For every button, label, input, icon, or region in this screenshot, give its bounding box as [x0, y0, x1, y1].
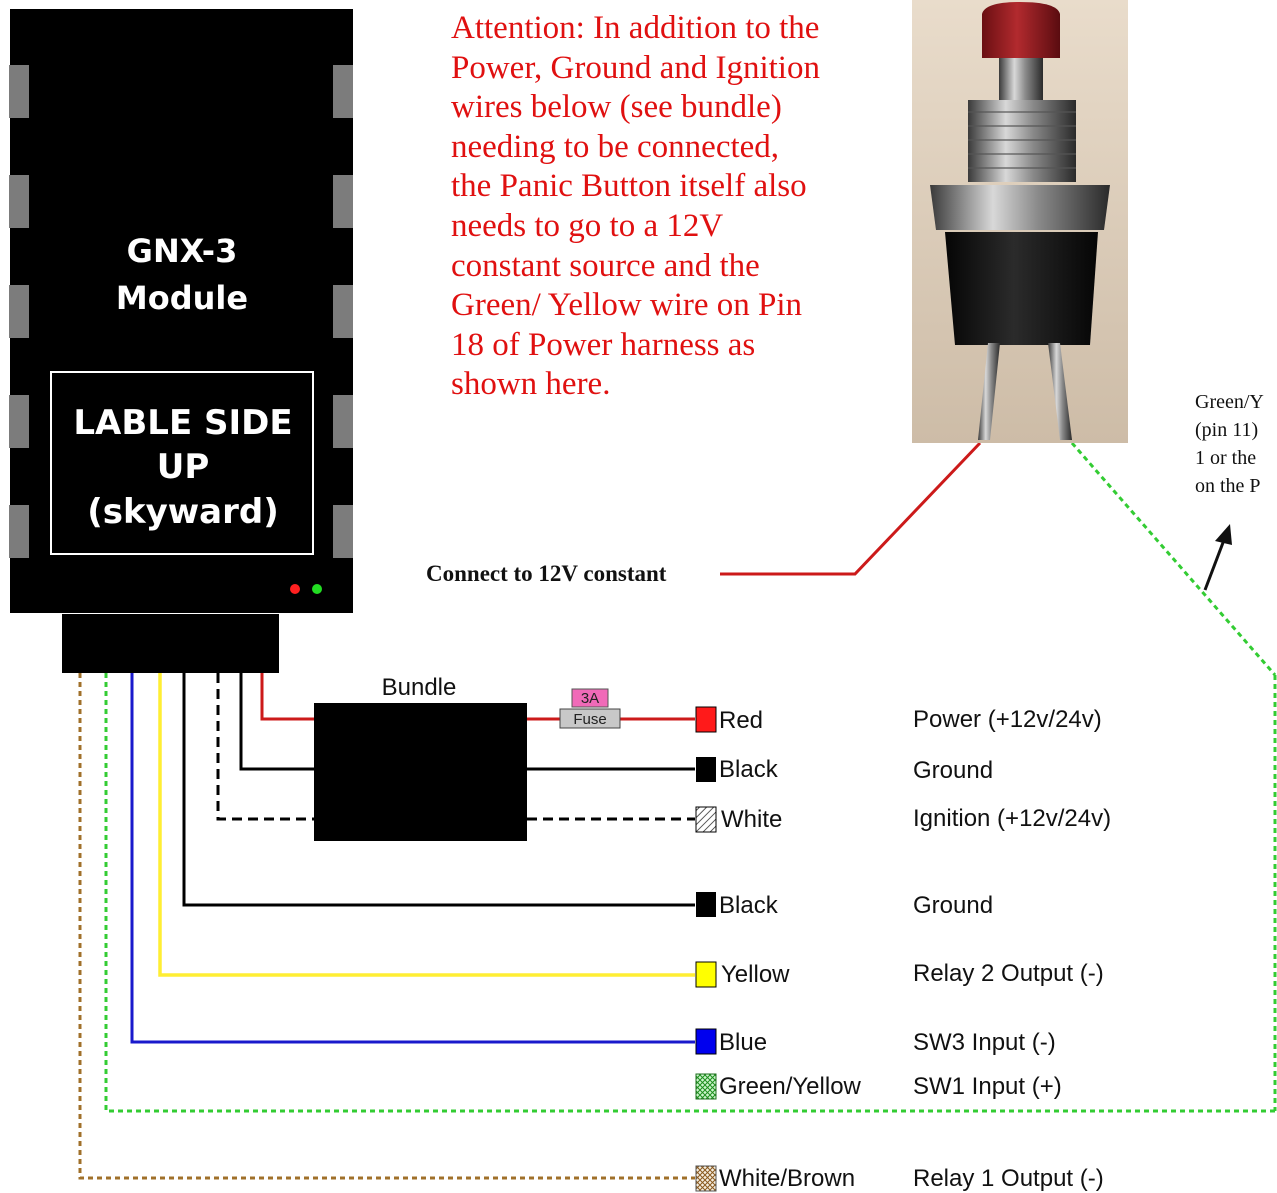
- bundle-box: [314, 703, 527, 841]
- wire-green-yellow: [104, 673, 1277, 1113]
- wire-functions: Power (+12v/24v) Ground Ignition (+12v/2…: [913, 706, 1111, 1192]
- wire-white-in: [216, 673, 314, 821]
- switch-body: [945, 232, 1098, 345]
- attention-note: Attention: In addition to the Power, Gro…: [451, 10, 820, 403]
- swatch-green-yellow: [695, 1073, 717, 1100]
- fuse-body: [559, 708, 621, 729]
- side-note-line: Green/Y: [1195, 391, 1264, 413]
- wire-yellow: [158, 673, 695, 977]
- wire-function: Ignition (+12v/24v): [913, 805, 1111, 832]
- hex-nut: [930, 185, 1110, 230]
- wire-function: Relay 2 Output (-): [913, 960, 1104, 987]
- label-line1: LABLE SIDE: [73, 403, 292, 443]
- panic-button-photo: [912, 0, 1128, 443]
- wire-name: White: [721, 806, 782, 833]
- gnx3-module: GNX-3 Module LABLE SIDE UP (skyward): [9, 9, 353, 673]
- label-line2: UP: [157, 447, 210, 487]
- module-title-line2: Module: [116, 279, 248, 317]
- wire-function: Relay 1 Output (-): [913, 1165, 1104, 1192]
- side-note-line: 1 or the: [1195, 447, 1257, 469]
- side-note-line: on the P: [1195, 475, 1261, 497]
- wire-function: SW3 Input (-): [913, 1029, 1056, 1056]
- wire-name: Yellow: [721, 961, 790, 988]
- wire-black-in: [239, 673, 314, 771]
- module-connector: [62, 614, 279, 673]
- note-arrow: [1203, 524, 1232, 591]
- wire-function: Power (+12v/24v): [913, 706, 1102, 733]
- module-body: [10, 9, 353, 613]
- swatch-blue: [695, 1028, 717, 1055]
- wire-green-yellow-switch: [1070, 442, 1277, 676]
- fuse-label: Fuse: [573, 711, 606, 728]
- wire-function: Ground: [913, 757, 993, 784]
- module-title-line1: GNX-3: [127, 232, 238, 270]
- wire-function: Ground: [913, 892, 993, 919]
- terminal-left: [978, 343, 1000, 440]
- label-box: [50, 371, 314, 555]
- wire-name: Red: [719, 707, 763, 734]
- label-line3: (skyward): [87, 492, 279, 532]
- swatch-red: [695, 706, 717, 733]
- module-side-tabs: [9, 65, 353, 558]
- swatch-black-2: [696, 892, 716, 917]
- wire-name: Blue: [719, 1029, 767, 1056]
- swatch-white: [695, 806, 717, 833]
- terminal-right: [1048, 343, 1072, 440]
- side-note-line: (pin 11): [1195, 419, 1259, 441]
- wire-white-brown: [78, 673, 695, 1180]
- wire-color-names: Red Black White Black Yellow Blue Green/…: [719, 707, 862, 1192]
- wire-panic-12v: [720, 441, 982, 576]
- wire-name: White/Brown: [719, 1165, 855, 1192]
- red-led: [290, 584, 300, 594]
- swatch-white-brown: [695, 1165, 717, 1192]
- plunger-sleeve: [999, 58, 1043, 100]
- green-led: [312, 584, 322, 594]
- wire-name: Green/Yellow: [719, 1073, 862, 1100]
- bundle-label: Bundle: [382, 674, 457, 701]
- swatch-yellow: [695, 961, 717, 988]
- wire-function: SW1 Input (+): [913, 1073, 1062, 1100]
- wire-name: Black: [719, 756, 779, 783]
- swatch-black: [696, 757, 716, 782]
- wire-name: Black: [719, 892, 779, 919]
- red-cap: [982, 2, 1060, 58]
- wire-black-2: [182, 673, 695, 907]
- wire-blue: [130, 673, 695, 1044]
- terminal-swatches: [695, 706, 717, 1192]
- wire-red-in: [260, 673, 314, 721]
- harness-wires: [78, 441, 1277, 1180]
- side-note: Green/Y (pin 11) 1 or the on the P: [1195, 388, 1277, 500]
- fuse: 3A Fuse: [559, 688, 621, 729]
- fuse-rating: 3A: [581, 690, 599, 707]
- fuse-rating-badge: [571, 688, 609, 708]
- connect-12v-label: Connect to 12V constant: [426, 561, 667, 586]
